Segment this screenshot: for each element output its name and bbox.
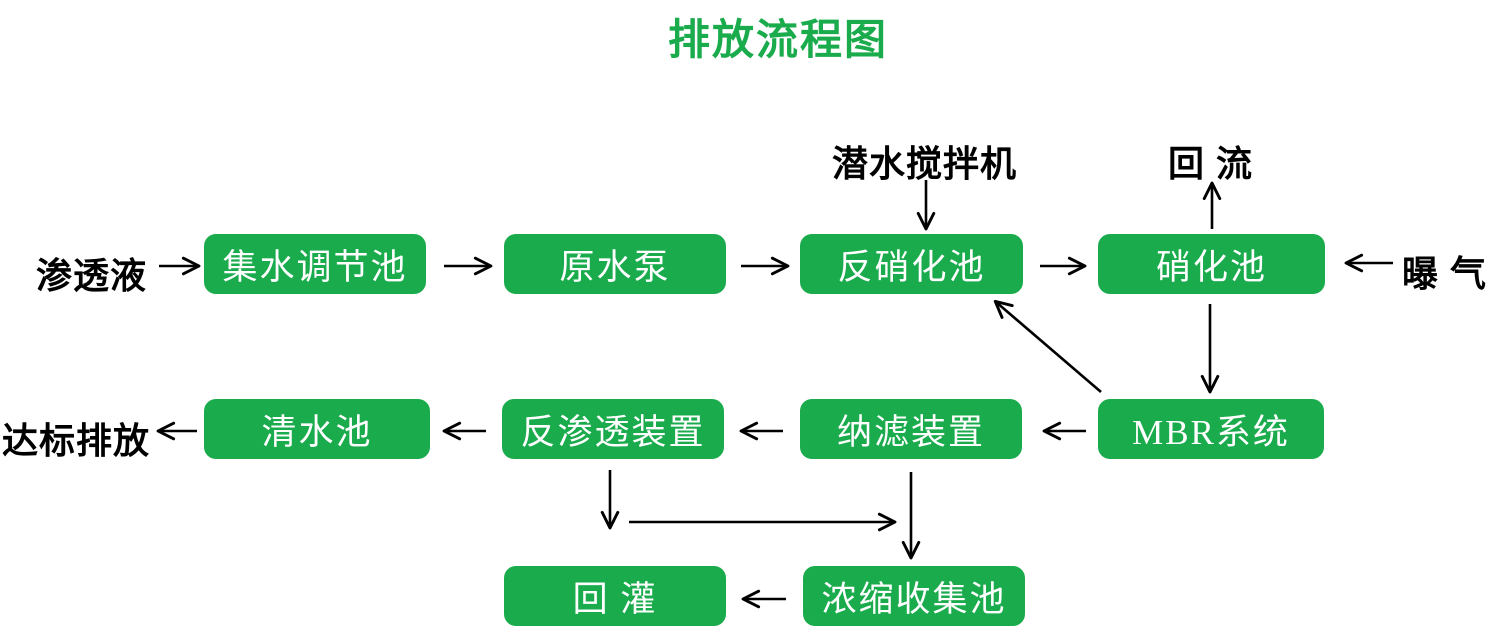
label-discharge: 达标排放 xyxy=(2,420,151,461)
node-reinjection: 回 灌 xyxy=(504,566,726,626)
node-collection-regulating-tank: 集水调节池 xyxy=(204,234,426,294)
label-aeration: 曝 气 xyxy=(1402,253,1488,294)
node-nanofiltration-unit: 纳滤装置 xyxy=(800,399,1022,459)
label-submersible-mixer: 潜水搅拌机 xyxy=(832,143,1018,184)
node-concentrate-collection-tank: 浓缩收集池 xyxy=(803,566,1025,626)
node-raw-water-pump: 原水泵 xyxy=(504,234,726,294)
label-reflux: 回 流 xyxy=(1168,143,1254,184)
node-denitrification-tank: 反硝化池 xyxy=(800,234,1023,294)
arrow-mbr-to-denitrification xyxy=(993,299,1102,393)
node-reverse-osmosis-unit: 反渗透装置 xyxy=(502,399,724,459)
node-clean-water-tank: 清水池 xyxy=(204,399,430,459)
node-mbr-system: MBR系统 xyxy=(1098,399,1324,459)
page-title: 排放流程图 xyxy=(667,16,888,63)
label-influent: 渗透液 xyxy=(36,255,148,296)
node-nitrification-tank: 硝化池 xyxy=(1098,234,1325,294)
